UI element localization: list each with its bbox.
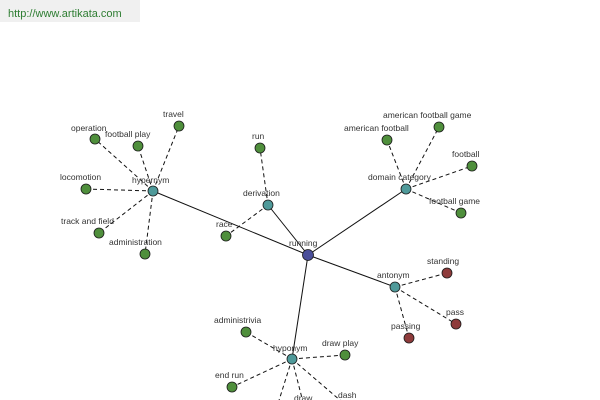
label-american-football-game[interactable]: american football game bbox=[383, 110, 472, 120]
label-run[interactable]: run bbox=[252, 131, 265, 141]
graph-nodes bbox=[80, 120, 478, 393]
node-travel[interactable] bbox=[173, 120, 185, 132]
edge-domain_category-football bbox=[405, 165, 473, 190]
edge-hyponym-hyponym_extra bbox=[278, 358, 293, 400]
node-administrivia[interactable] bbox=[240, 326, 252, 338]
label-draw[interactable]: draw bbox=[294, 393, 313, 400]
site-url-link[interactable]: http://www.artikata.com bbox=[8, 8, 122, 20]
edge-hypernym-locomotion bbox=[85, 188, 154, 192]
label-draw-play[interactable]: draw play bbox=[322, 338, 359, 348]
label-football-game[interactable]: football game bbox=[429, 196, 480, 206]
node-domain-category[interactable] bbox=[400, 183, 412, 195]
url-bar: http://www.artikata.com bbox=[0, 0, 140, 22]
edge-derivation-run bbox=[259, 147, 269, 206]
edge-domain_category-football_game bbox=[405, 188, 462, 214]
node-run[interactable] bbox=[254, 142, 266, 154]
node-draw-play[interactable] bbox=[339, 349, 351, 361]
label-dash[interactable]: dash bbox=[338, 390, 357, 400]
label-american-football[interactable]: american football bbox=[344, 123, 409, 133]
label-hypernym[interactable]: hypernym bbox=[132, 175, 169, 185]
edge-domain_category-american_football_game bbox=[405, 126, 440, 190]
node-operation[interactable] bbox=[89, 133, 101, 145]
edge-hyponym-dash bbox=[291, 358, 341, 400]
edge-hyponym-administrivia bbox=[245, 331, 293, 360]
label-locomotion[interactable]: locomotion bbox=[60, 172, 101, 182]
label-pass[interactable]: pass bbox=[446, 307, 464, 317]
label-end-run[interactable]: end run bbox=[215, 370, 244, 380]
node-locomotion[interactable] bbox=[80, 183, 92, 195]
edge-hypernym-football_play bbox=[137, 145, 154, 192]
node-hypernym[interactable] bbox=[147, 185, 159, 197]
edge-running-antonym bbox=[307, 254, 396, 288]
node-track-and-field[interactable] bbox=[93, 227, 105, 239]
node-race[interactable] bbox=[220, 230, 232, 242]
graph-edges bbox=[85, 125, 473, 400]
label-passing[interactable]: passing bbox=[391, 321, 421, 331]
node-football-play[interactable] bbox=[132, 140, 144, 152]
node-pass[interactable] bbox=[450, 318, 462, 330]
node-american-football[interactable] bbox=[381, 134, 393, 146]
edge-antonym-passing bbox=[394, 286, 410, 339]
edge-domain_category-american_football bbox=[386, 139, 407, 190]
graph-labels: running hypernym derivation domain category… bbox=[60, 109, 480, 400]
label-track-and-field[interactable]: track and field bbox=[61, 216, 114, 226]
node-end-run[interactable] bbox=[226, 381, 238, 393]
node-administration[interactable] bbox=[139, 248, 151, 260]
label-domain-category[interactable]: domain category bbox=[368, 172, 432, 182]
edge-hypernym-administration bbox=[144, 190, 154, 255]
node-standing[interactable] bbox=[441, 267, 453, 279]
edge-hyponym-draw_play bbox=[291, 354, 346, 360]
label-operation[interactable]: operation bbox=[71, 123, 107, 133]
edge-running-derivation bbox=[267, 204, 309, 256]
label-hyponym[interactable]: hyponym bbox=[273, 343, 308, 353]
label-travel[interactable]: travel bbox=[163, 109, 184, 119]
label-derivation[interactable]: derivation bbox=[243, 188, 280, 198]
edge-antonym-pass bbox=[394, 286, 457, 325]
edge-running-domain_category bbox=[307, 188, 407, 256]
label-running[interactable]: running bbox=[289, 238, 318, 248]
edge-running-hyponym bbox=[291, 254, 309, 360]
node-football-game[interactable] bbox=[455, 207, 467, 219]
node-american-football-game[interactable] bbox=[433, 121, 445, 133]
label-race[interactable]: race bbox=[216, 219, 233, 229]
node-derivation[interactable] bbox=[262, 199, 274, 211]
label-administration[interactable]: administration bbox=[109, 237, 162, 247]
edge-hyponym-draw bbox=[291, 358, 303, 400]
node-running[interactable] bbox=[302, 249, 314, 261]
label-administrivia[interactable]: administrivia bbox=[214, 315, 262, 325]
node-football[interactable] bbox=[466, 160, 478, 172]
edge-hypernym-operation bbox=[94, 138, 154, 192]
label-standing[interactable]: standing bbox=[427, 256, 459, 266]
node-antonym[interactable] bbox=[389, 281, 401, 293]
node-hyponym[interactable] bbox=[286, 353, 298, 365]
label-antonym[interactable]: antonym bbox=[377, 270, 410, 280]
label-football-play[interactable]: football play bbox=[105, 129, 151, 139]
edge-hypernym-travel bbox=[152, 125, 180, 192]
edge-hypernym-track_and_field bbox=[98, 190, 154, 234]
edge-antonym-standing bbox=[394, 272, 448, 288]
label-football[interactable]: football bbox=[452, 149, 480, 159]
node-passing[interactable] bbox=[403, 332, 415, 344]
edge-derivation-race bbox=[225, 204, 269, 237]
edge-running-hypernym bbox=[152, 190, 309, 256]
